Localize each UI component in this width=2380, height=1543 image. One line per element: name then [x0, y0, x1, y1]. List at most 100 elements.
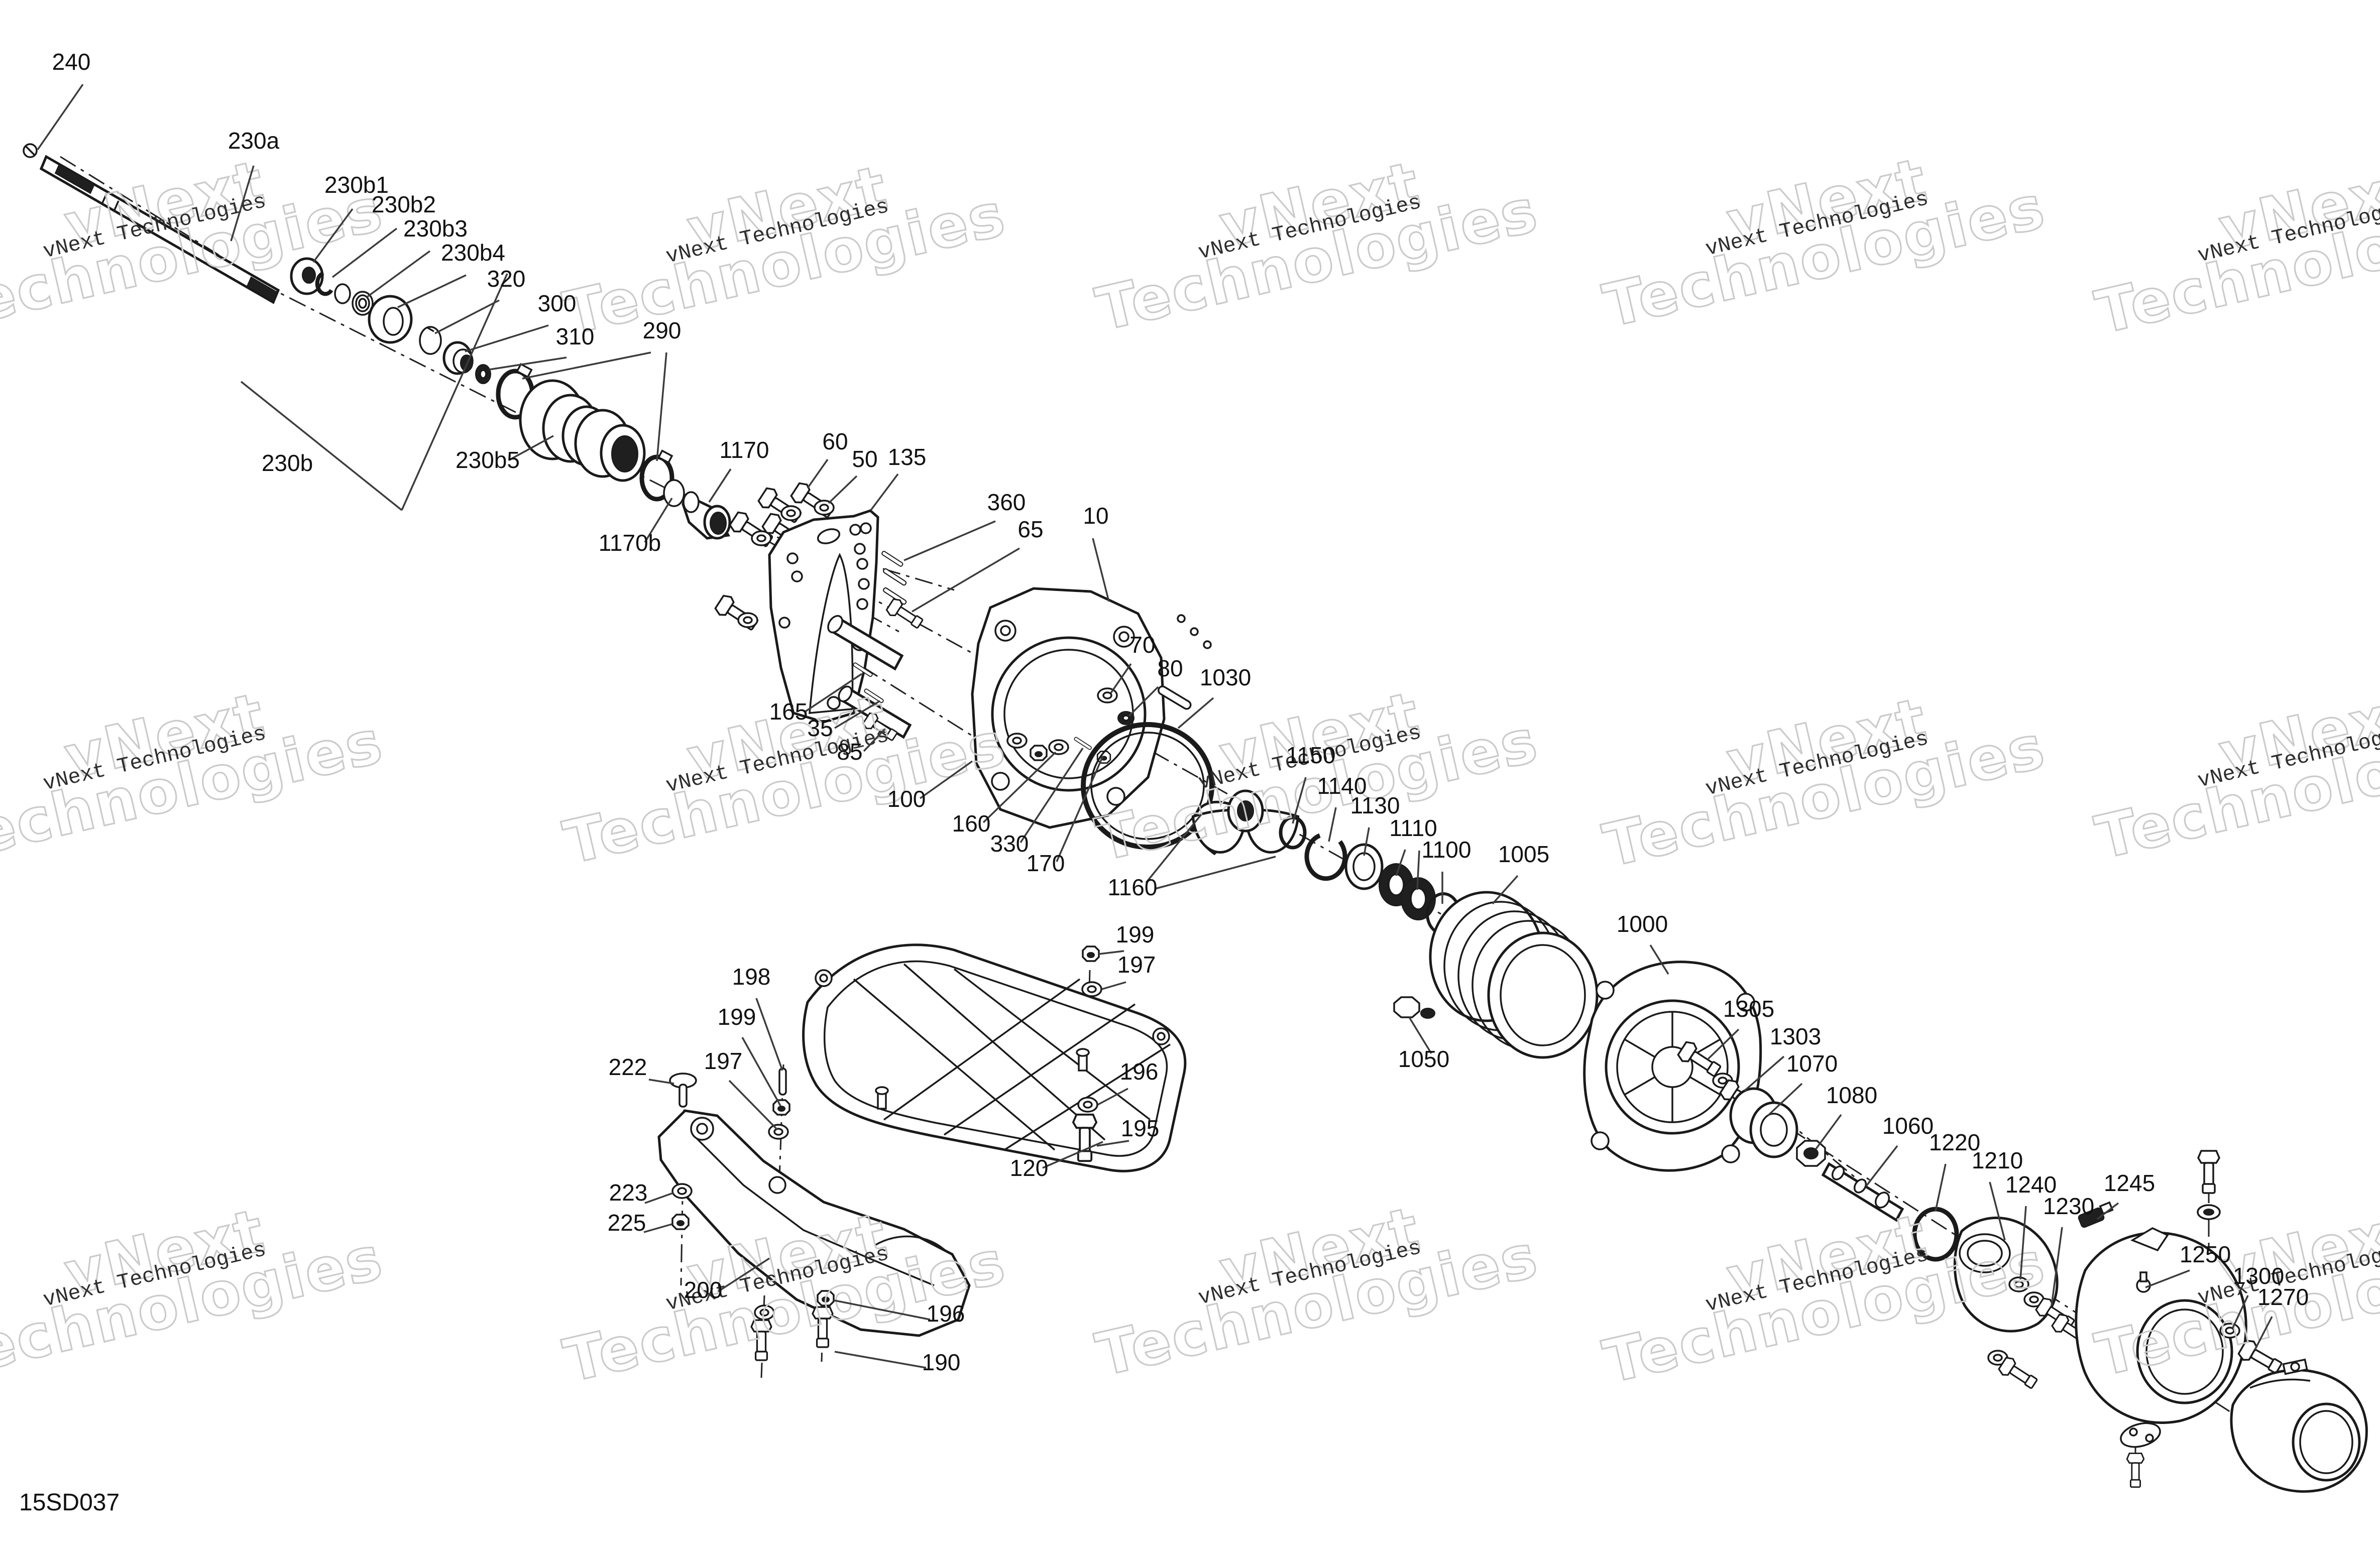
- part-label-1220: 1220: [1929, 1129, 1980, 1155]
- part-label-60: 60: [822, 428, 848, 454]
- pump-seal-stack: [1279, 815, 1461, 935]
- leader-line-1170: [708, 468, 732, 503]
- leader-line-1030: [1177, 697, 1214, 729]
- part-label-1160: 1160: [1108, 874, 1158, 900]
- part-label-300: 300: [538, 290, 577, 316]
- leader-line-199: [741, 1037, 781, 1106]
- leader-line-1080: [1815, 1114, 1842, 1150]
- leader-line-1005: [1492, 875, 1519, 905]
- leader-line-1220: [1935, 1163, 1947, 1212]
- leader-line-230b3: [366, 250, 431, 298]
- studs-and-sleeves: [827, 550, 926, 745]
- part-label-65: 65: [1017, 516, 1043, 542]
- part-label-135: 135: [888, 444, 927, 470]
- part-label-1100: 1100: [1422, 837, 1471, 863]
- leader-line-1060: [1865, 1145, 1898, 1187]
- leader-line-230b4: [397, 274, 467, 308]
- leader-line-1110: [1416, 850, 1420, 890]
- part-label-310: 310: [556, 323, 595, 349]
- part-label-198: 198: [732, 964, 771, 990]
- part-label-230b3: 230b3: [403, 215, 468, 242]
- leader-line-360: [903, 520, 996, 561]
- part-label-70: 70: [1129, 632, 1155, 658]
- venturi: [2230, 1358, 2368, 1493]
- part-label-1080: 1080: [1826, 1082, 1877, 1108]
- part-label-170: 170: [1027, 850, 1065, 876]
- leader-line-165: [804, 673, 862, 713]
- leader-line-230b: [401, 273, 508, 511]
- leader-line-200: [718, 1257, 770, 1292]
- part-label-50: 50: [852, 446, 877, 472]
- leader-line-223: [644, 1192, 673, 1204]
- part-label-1150: 1150: [1286, 742, 1336, 768]
- leader-line-190: [834, 1351, 927, 1369]
- part-label-230b5: 230b5: [456, 447, 520, 473]
- part-label-1303: 1303: [1770, 1023, 1821, 1049]
- leader-line-196: [834, 1299, 931, 1321]
- part-label-35: 35: [807, 715, 833, 741]
- leader-line-60: [807, 458, 829, 489]
- leader-line-80: [1128, 686, 1159, 717]
- part-label-120: 120: [1010, 1155, 1049, 1181]
- part-label-196: 196: [927, 1300, 965, 1327]
- leader-line-135: [870, 473, 899, 511]
- part-drive-shaft: [23, 143, 280, 304]
- shaft-coupler: [682, 491, 731, 540]
- part-label-230b1: 230b1: [324, 172, 389, 198]
- leader-line-1160: [1155, 856, 1276, 890]
- leader-line-199: [1098, 950, 1124, 955]
- leader-line-1050: [1408, 1017, 1432, 1054]
- part-label-230b2: 230b2: [372, 191, 436, 217]
- part-label-1110: 1110: [1389, 815, 1437, 841]
- part-label-230b: 230b: [262, 450, 313, 476]
- leader-line-1160: [1145, 813, 1202, 884]
- part-label-230a: 230a: [228, 128, 280, 154]
- leader-line-10: [1092, 538, 1110, 602]
- leader-line-195: [1096, 1140, 1129, 1147]
- part-label-160: 160: [952, 810, 991, 837]
- leader-line-1070: [1767, 1083, 1803, 1117]
- leader-line-225: [643, 1223, 672, 1233]
- part-label-230b4: 230b4: [441, 240, 505, 266]
- leader-line-65: [912, 547, 1020, 613]
- leader-line-196: [1097, 1088, 1128, 1106]
- part-label-240: 240: [52, 49, 91, 75]
- leader-line-300: [465, 324, 549, 352]
- part-label-1170b: 1170b: [599, 530, 661, 556]
- part-label-360: 360: [987, 489, 1026, 515]
- part-label-222: 222: [609, 1054, 647, 1080]
- part-label-1140: 1140: [1317, 773, 1367, 799]
- leader-line-1270: [2254, 1316, 2273, 1350]
- part-label-199: 199: [718, 1004, 756, 1030]
- leader-line-290: [522, 351, 651, 380]
- part-label-1230: 1230: [2043, 1193, 2094, 1219]
- cv-boot-and-clamps: [496, 363, 685, 507]
- part-label-225: 225: [608, 1210, 646, 1236]
- leader-line-100: [919, 760, 973, 799]
- wear-ring: [1429, 891, 1599, 1059]
- leader-line-1230: [2051, 1227, 2063, 1306]
- leader-line-290: [656, 352, 667, 461]
- diagram-code: 15SD037: [19, 1489, 120, 1516]
- leader-line-310: [489, 357, 567, 371]
- mounting-gasket: [768, 509, 879, 724]
- part-label-330: 330: [990, 830, 1029, 857]
- part-label-1070: 1070: [1786, 1050, 1838, 1077]
- part-label-1300: 1300: [2233, 1263, 2284, 1289]
- leader-line-1170b: [644, 498, 673, 543]
- leader-line-120: [1042, 1141, 1103, 1169]
- part-label-1060: 1060: [1882, 1113, 1934, 1139]
- part-label-199: 199: [1116, 921, 1155, 947]
- leader-line-230b5: [509, 435, 554, 461]
- leader-line-1305: [1707, 1028, 1740, 1060]
